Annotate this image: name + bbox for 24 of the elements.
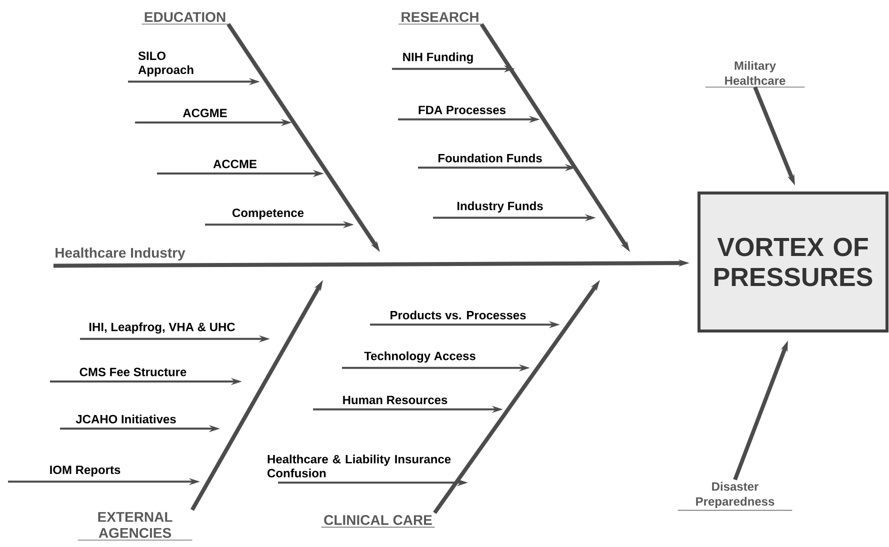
cause-label: Human Resources (343, 396, 448, 404)
effect-box: VORTEX OF PRESSURES (698, 192, 888, 332)
cause-label: JCAHO Initiatives (76, 414, 176, 424)
cause-label: Foundation Funds (438, 154, 542, 162)
category-label: EDUCATION (141, 12, 229, 25)
cause-label: Products vs. Processes (390, 310, 526, 320)
cause-label: Industry Funds (457, 201, 543, 213)
cause-label: Healthcare & Liability Insurance Confusion (268, 454, 451, 478)
cause-label: ACCME (213, 160, 257, 168)
cause-label: FDA Processes (418, 106, 506, 114)
cause-label: CMS Fee Structure (80, 368, 186, 376)
factor-label: Military Healthcare (704, 61, 806, 88)
cause-label: IHI, Leapfrog, VHA & UHC (89, 322, 235, 334)
cause-label: Technology Access (364, 351, 476, 363)
cause-label: Competence (232, 208, 304, 220)
factor-label: Disaster Preparedness (677, 482, 793, 511)
spine-label: Healthcare Industry (56, 247, 186, 261)
category-label: EXTERNAL AGENCIES (77, 512, 193, 540)
cause-label: ACGME (182, 108, 227, 118)
cause-label: IOM Reports (50, 466, 120, 476)
category-label: CLINICAL CARE (320, 515, 436, 528)
cause-label: SILO Approach (138, 52, 194, 76)
cause-label: NIH Funding (403, 52, 473, 64)
category-label: RESEARCH (398, 12, 482, 25)
